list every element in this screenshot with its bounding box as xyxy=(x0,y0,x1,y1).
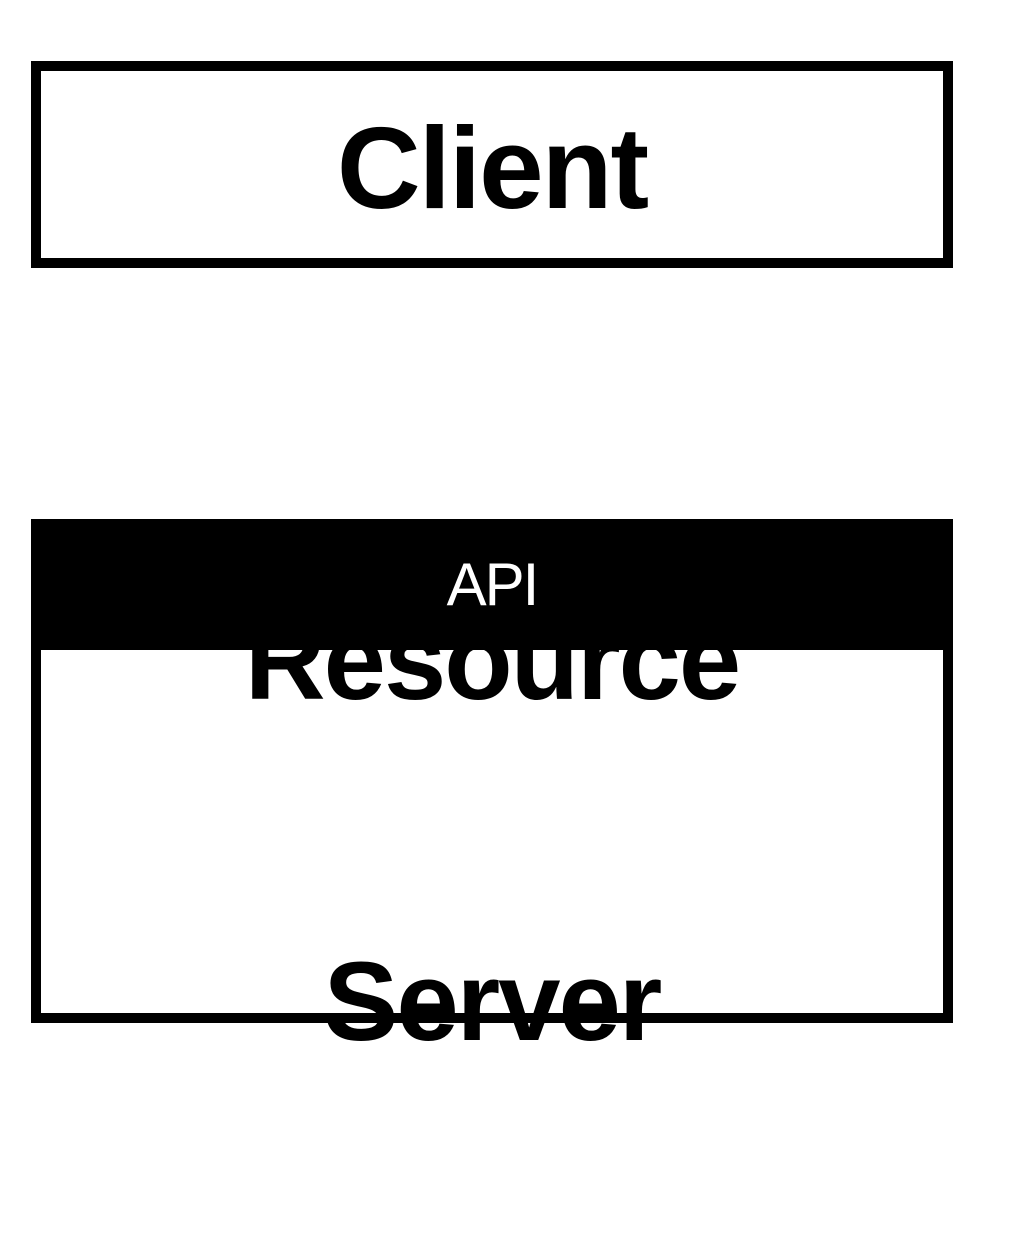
resource-server-label: Resource Server xyxy=(41,598,943,1063)
resource-server-box: API Resource Server xyxy=(31,519,953,1064)
client-box: Client xyxy=(31,61,953,268)
api-bar: API xyxy=(31,519,953,650)
api-label: API xyxy=(446,550,540,618)
resource-server-label-line-2: Server xyxy=(323,938,663,1064)
client-label: Client xyxy=(336,102,649,233)
resource-server-label-line-1: Resource xyxy=(244,598,741,724)
